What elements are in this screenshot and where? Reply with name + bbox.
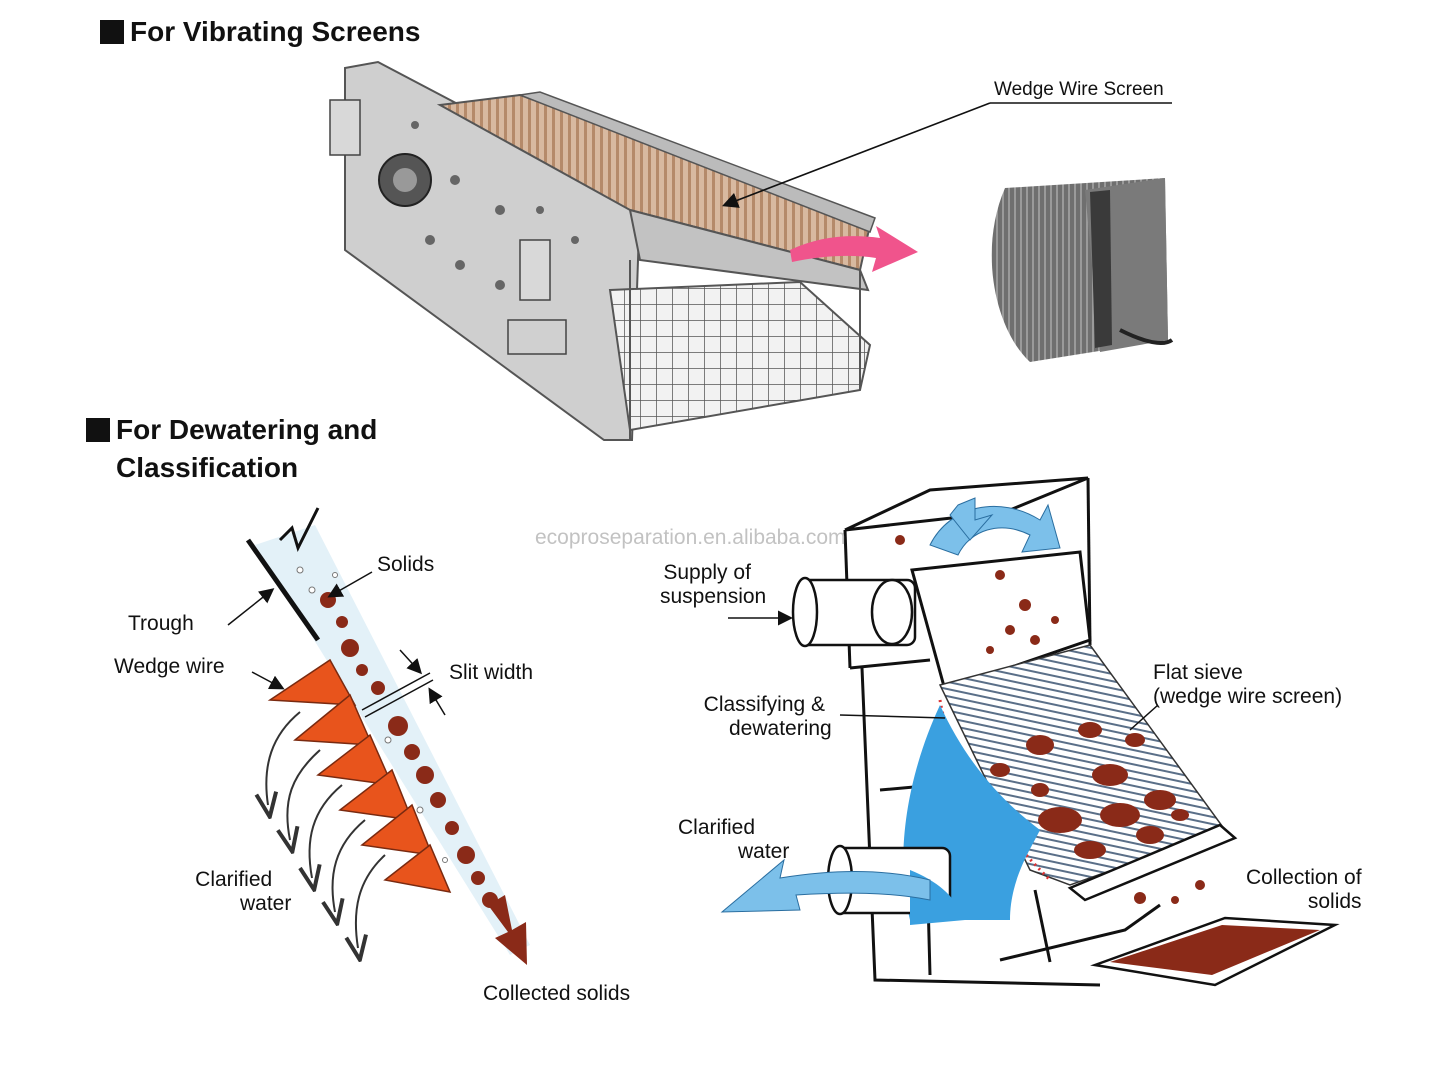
label-trough: Trough bbox=[128, 612, 194, 635]
heading-dewatering: For Dewatering and bbox=[86, 412, 377, 448]
wedge-wire-closeup-image bbox=[991, 178, 1174, 362]
wedge-wire-cross-section bbox=[227, 507, 530, 965]
label-wedge-wire: Wedge wire bbox=[114, 655, 225, 678]
label-clarified-water-left-line2: water bbox=[240, 892, 292, 915]
label-clarified-water-left-line1: Clarified bbox=[195, 868, 273, 891]
pink-arrow-icon bbox=[790, 226, 918, 272]
label-collection-of-solids: Collection of solids bbox=[1246, 866, 1362, 914]
label-clarified-water-right-line1: Clarified bbox=[678, 816, 756, 839]
bullet-square-icon bbox=[86, 418, 110, 442]
label-clarified-water-left: Clarified water bbox=[176, 868, 291, 916]
label-supply-line2: suspension bbox=[660, 585, 767, 608]
heading-vibrating-text: For Vibrating Screens bbox=[130, 16, 421, 47]
heading-vibrating-screens: For Vibrating Screens bbox=[100, 14, 420, 50]
label-collected-solids: Collected solids bbox=[483, 982, 631, 1005]
label-solids: Solids bbox=[377, 553, 435, 576]
label-classifying-line1: Classifying & bbox=[703, 693, 826, 716]
label-clarified-water-right-line2: water bbox=[738, 840, 790, 863]
vibrating-screen-machine bbox=[329, 60, 876, 441]
label-flat-sieve-line1: Flat sieve bbox=[1153, 661, 1243, 684]
watermark: ecoproseparation.en.alibaba.com bbox=[535, 526, 846, 549]
label-supply-line1: Supply of bbox=[663, 561, 751, 584]
label-flat-sieve-line2: (wedge wire screen) bbox=[1153, 685, 1343, 708]
label-clarified-water-right: Clarified water bbox=[678, 816, 789, 864]
leader-line-wedge-wire-screen bbox=[722, 102, 991, 208]
heading-classification: Classification bbox=[116, 450, 298, 486]
heading-dewatering-line2: Classification bbox=[116, 452, 299, 483]
classifier-apparatus bbox=[720, 476, 1340, 987]
label-supply-of-suspension: Supply of suspension bbox=[648, 561, 766, 609]
label-wedge-wire-screen: Wedge Wire Screen bbox=[994, 79, 1164, 100]
label-collection-line1: Collection of bbox=[1246, 866, 1362, 889]
heading-dewatering-line1: For Dewatering and bbox=[116, 414, 378, 445]
label-flat-sieve: Flat sieve (wedge wire screen) bbox=[1153, 661, 1342, 709]
label-slit-width: Slit width bbox=[449, 661, 534, 684]
label-classifying-line2: dewatering bbox=[729, 717, 832, 740]
label-collection-line2: solids bbox=[1307, 890, 1362, 913]
bullet-square-icon bbox=[100, 20, 124, 44]
label-classifying-dewatering: Classifying & dewatering bbox=[697, 693, 832, 741]
